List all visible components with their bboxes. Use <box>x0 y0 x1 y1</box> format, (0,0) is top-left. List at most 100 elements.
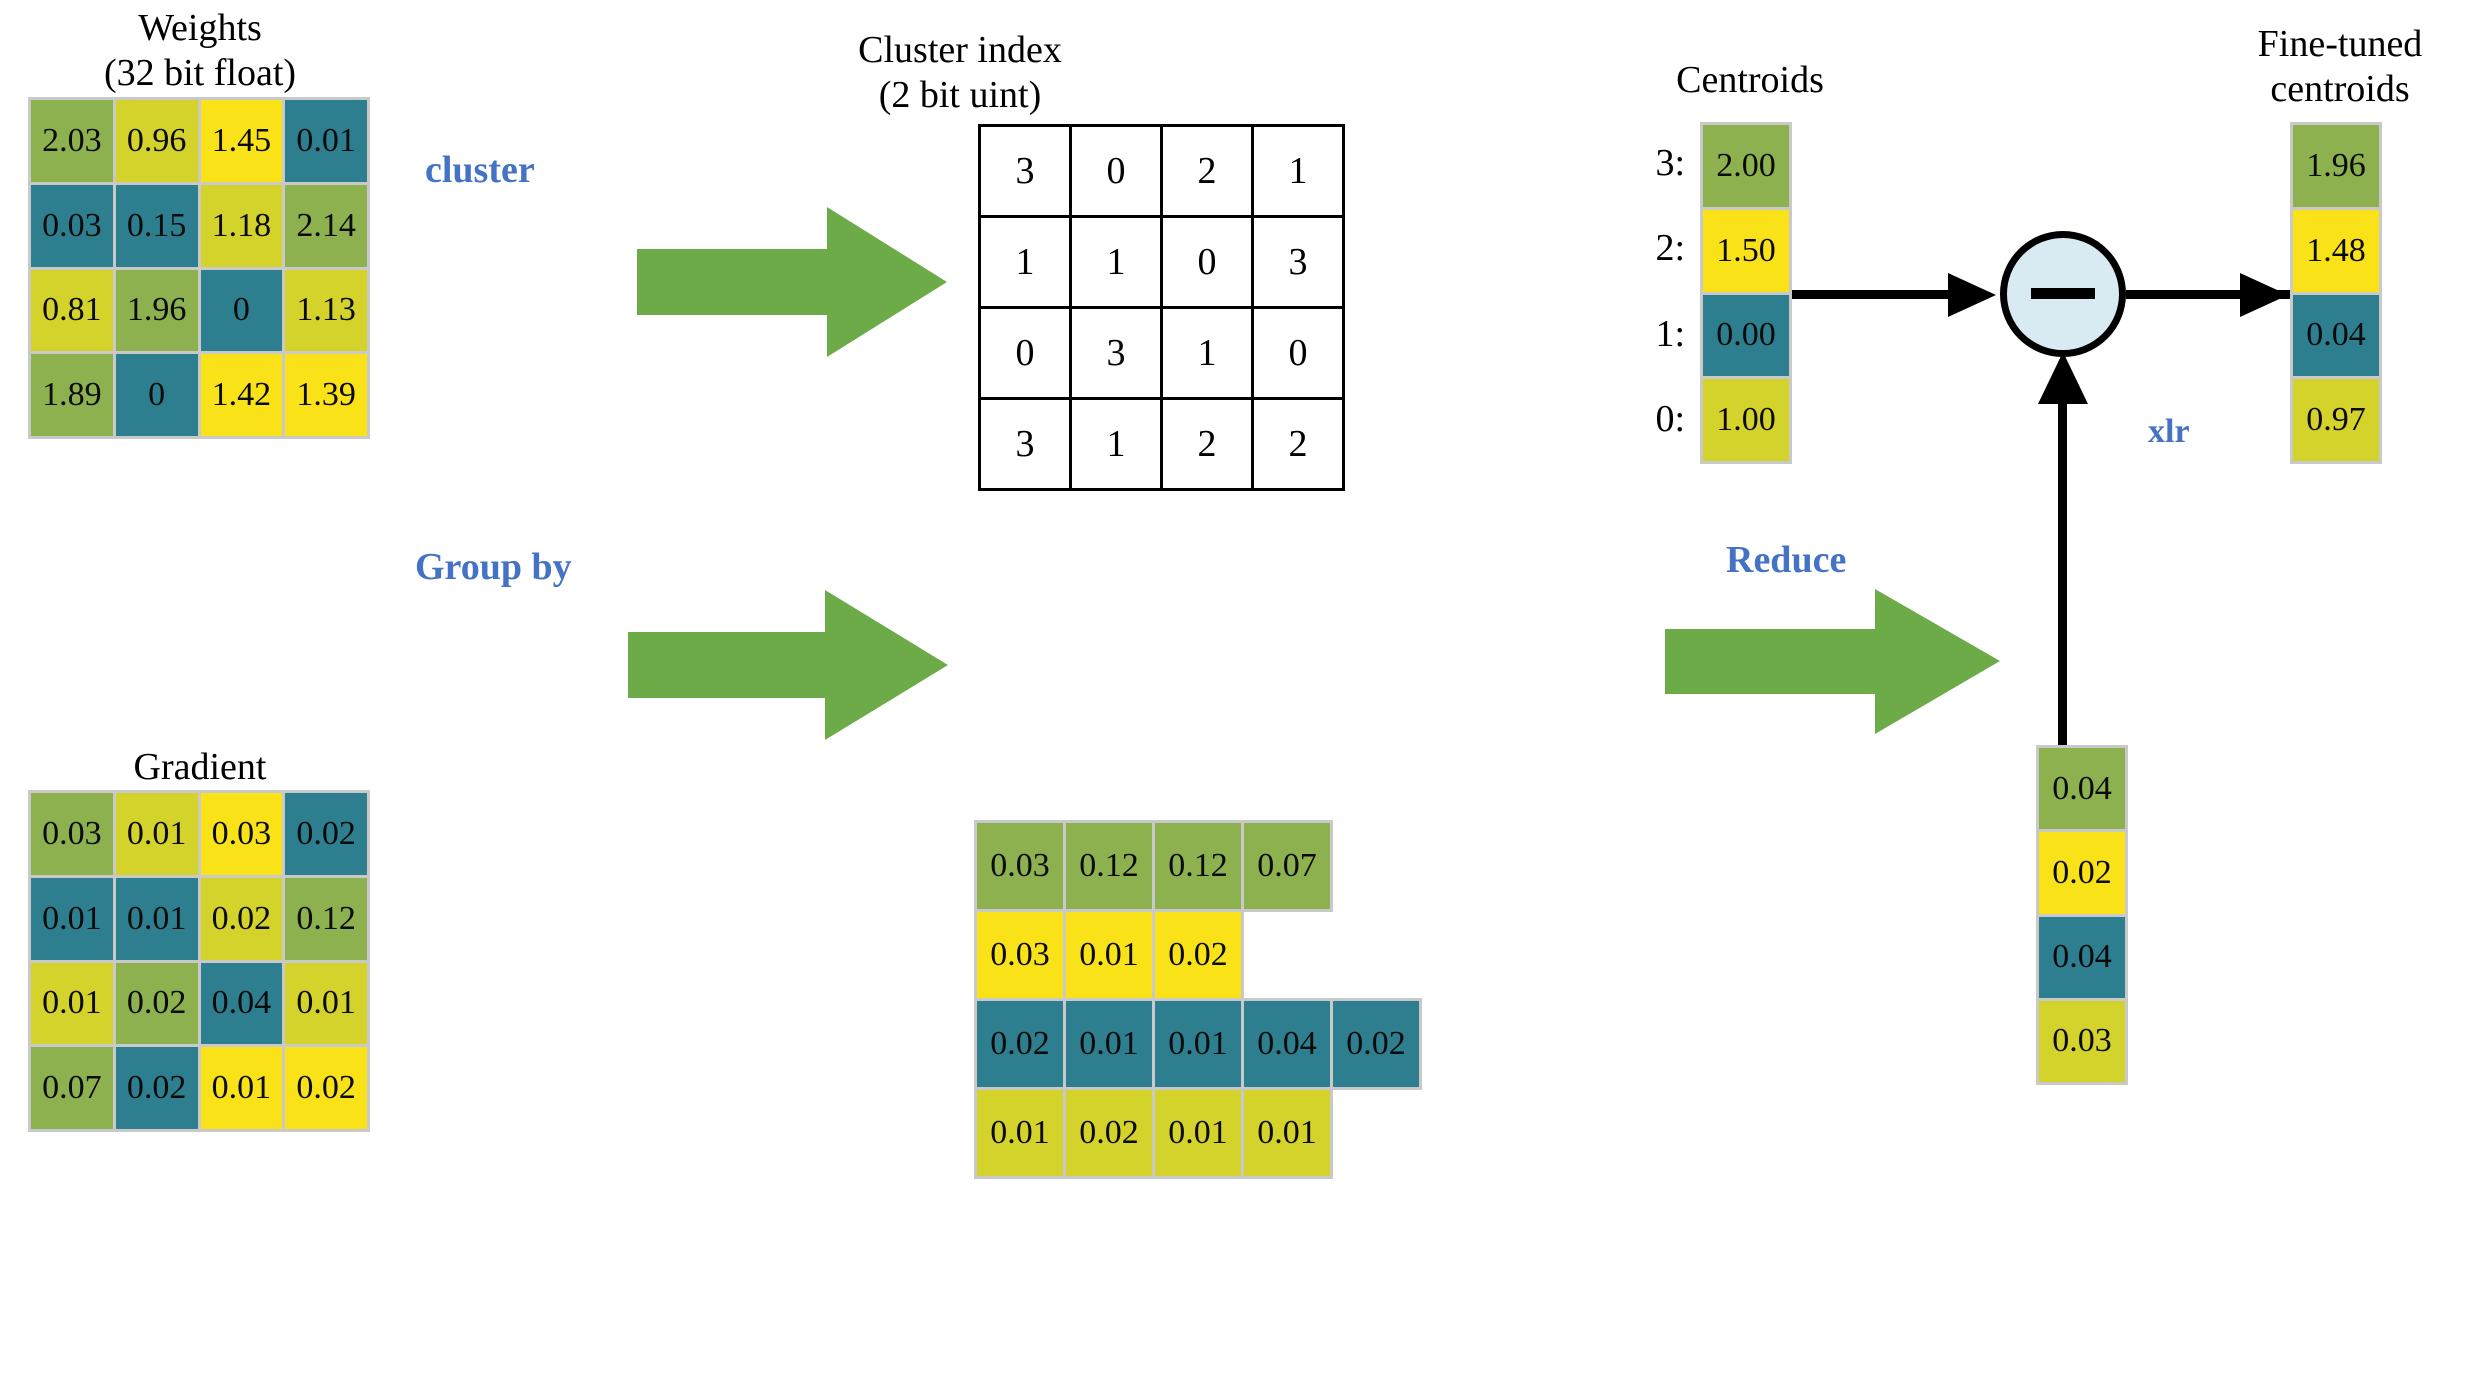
weights-caption: Weights (32 bit float) <box>103 7 297 94</box>
weight-cell-r3c1: 0 <box>115 354 198 436</box>
cluster-index-caption: Cluster index (2 bit uint) <box>858 29 1062 116</box>
centroid-cell-3: 1.00 <box>1703 379 1789 461</box>
gradient-cell-r2c1: 0.02 <box>115 962 198 1045</box>
weight-cell-r1c3: 2.14 <box>285 184 367 267</box>
grouped-gradient-cell-r1c1: 0.01 <box>1066 912 1152 998</box>
centroid-index-label-0: 0: <box>1655 398 1685 441</box>
grouped-gradient-cell-r2c3: 0.04 <box>1244 1001 1330 1087</box>
weight-cell-r2c0: 0.81 <box>31 269 113 352</box>
gradient-cell-r1c2: 0.02 <box>200 877 283 960</box>
grouped-gradient-cell-r1c2: 0.02 <box>1155 912 1241 998</box>
gradient-cell-r0c1: 0.01 <box>115 793 198 875</box>
weight-cell-r3c3: 1.39 <box>285 354 367 436</box>
fine-tuned-centroids-caption: Fine-tuned centroids <box>2257 23 2423 110</box>
cluster-index-cell-r3c1: 1 <box>1069 397 1163 491</box>
grouped-gradient-cell-r1c0: 0.03 <box>977 912 1063 998</box>
centroid-index-label-1: 1: <box>1655 312 1685 355</box>
gradient-cell-r3c3: 0.02 <box>285 1047 367 1129</box>
cluster-index-cell-r3c3: 2 <box>1251 397 1345 491</box>
grouped-gradient-cell-r3c3: 0.01 <box>1244 1090 1330 1176</box>
xlr-arrowhead-icon <box>2038 352 2088 404</box>
group-by-label: Group by <box>415 546 572 588</box>
centroid-index-label-2: 2: <box>1655 227 1685 270</box>
grouped-gradient-cell-r0c1: 0.12 <box>1066 823 1152 909</box>
cluster-index-cell-r1c1: 1 <box>1069 215 1163 309</box>
gradient-cell-r3c1: 0.02 <box>115 1047 198 1129</box>
gradient-cell-r1c0: 0.01 <box>31 877 113 960</box>
gradient-cell-r1c3: 0.12 <box>285 877 367 960</box>
cluster-index-cell-r0c0: 3 <box>978 124 1072 218</box>
grouped-gradient-cell-r0c3: 0.07 <box>1244 823 1330 909</box>
gradient-cell-r2c3: 0.01 <box>285 962 367 1045</box>
reduced-gradient-cell-1: 0.02 <box>2039 832 2125 914</box>
cluster-index-cell-r1c0: 1 <box>978 215 1072 309</box>
gradient-cell-r3c2: 0.01 <box>200 1047 283 1129</box>
centroid-index-label-3: 3: <box>1655 141 1685 184</box>
centroids-caption: Centroids <box>1676 59 1824 101</box>
reduce-arrow-icon <box>1665 589 2000 734</box>
cluster-index-cell-r3c0: 3 <box>978 397 1072 491</box>
cluster-index-cell-r0c2: 2 <box>1160 124 1254 218</box>
reduced-gradient-cell-3: 0.03 <box>2039 1000 2125 1082</box>
centroids-to-minus-arrowhead-icon <box>1948 273 1996 317</box>
weight-cell-r0c3: 0.01 <box>285 100 367 182</box>
weight-cell-r1c2: 1.18 <box>200 184 283 267</box>
weight-cell-r2c2: 0 <box>200 269 283 352</box>
grouped-gradient-cell-r3c0: 0.01 <box>977 1090 1063 1176</box>
weight-cell-r0c0: 2.03 <box>31 100 113 182</box>
gradient-cell-r3c0: 0.07 <box>31 1047 113 1129</box>
xlr-label: xlr <box>2148 413 2190 450</box>
cluster-label: cluster <box>425 149 535 191</box>
minus-icon <box>2031 288 2095 299</box>
gradient-cell-r1c1: 0.01 <box>115 877 198 960</box>
grouped-gradient-cell-r3c1: 0.02 <box>1066 1090 1152 1176</box>
grouped-gradient-cell-r2c1: 0.01 <box>1066 1001 1152 1087</box>
weight-cell-r3c0: 1.89 <box>31 354 113 436</box>
grouped-gradient-cell-r2c2: 0.01 <box>1155 1001 1241 1087</box>
weight-cell-r0c2: 1.45 <box>200 100 283 182</box>
centroid-cell-0: 2.00 <box>1703 125 1789 207</box>
grouped-gradient-cell-r0c0: 0.03 <box>977 823 1063 909</box>
gradient-cell-r0c0: 0.03 <box>31 793 113 875</box>
weight-cell-r3c2: 1.42 <box>200 354 283 436</box>
grouped-gradient-cell-r2c4: 0.02 <box>1333 1001 1419 1087</box>
xlr-line <box>2058 398 2067 748</box>
centroid-cell-1: 1.50 <box>1703 209 1789 292</box>
weight-cell-r2c3: 1.13 <box>285 269 367 352</box>
fine-tuned-centroid-cell-3: 0.97 <box>2293 379 2379 461</box>
minus-to-finetuned-line <box>2126 290 2291 299</box>
grouped-gradient-cell-r0c2: 0.12 <box>1155 823 1241 909</box>
weight-cell-r1c1: 0.15 <box>115 184 198 267</box>
minus-to-finetuned-arrowhead-icon <box>2240 273 2288 317</box>
weight-cell-r1c0: 0.03 <box>31 184 113 267</box>
gradient-cell-r0c3: 0.02 <box>285 793 367 875</box>
cluster-index-cell-r3c2: 2 <box>1160 397 1254 491</box>
weight-cell-r0c1: 0.96 <box>115 100 198 182</box>
fine-tuned-centroid-cell-2: 0.04 <box>2293 294 2379 377</box>
cluster-index-cell-r0c1: 0 <box>1069 124 1163 218</box>
gradient-cell-r0c2: 0.03 <box>200 793 283 875</box>
cluster-index-cell-r0c3: 1 <box>1251 124 1345 218</box>
weight-cell-r2c1: 1.96 <box>115 269 198 352</box>
cluster-index-cell-r1c2: 0 <box>1160 215 1254 309</box>
cluster-index-cell-r1c3: 3 <box>1251 215 1345 309</box>
reduced-gradient-cell-2: 0.04 <box>2039 916 2125 998</box>
fine-tuned-centroid-cell-1: 1.48 <box>2293 209 2379 292</box>
reduce-label: Reduce <box>1726 539 1847 581</box>
grouped-gradient-cell-r3c2: 0.01 <box>1155 1090 1241 1176</box>
cluster-index-cell-r2c1: 3 <box>1069 306 1163 400</box>
